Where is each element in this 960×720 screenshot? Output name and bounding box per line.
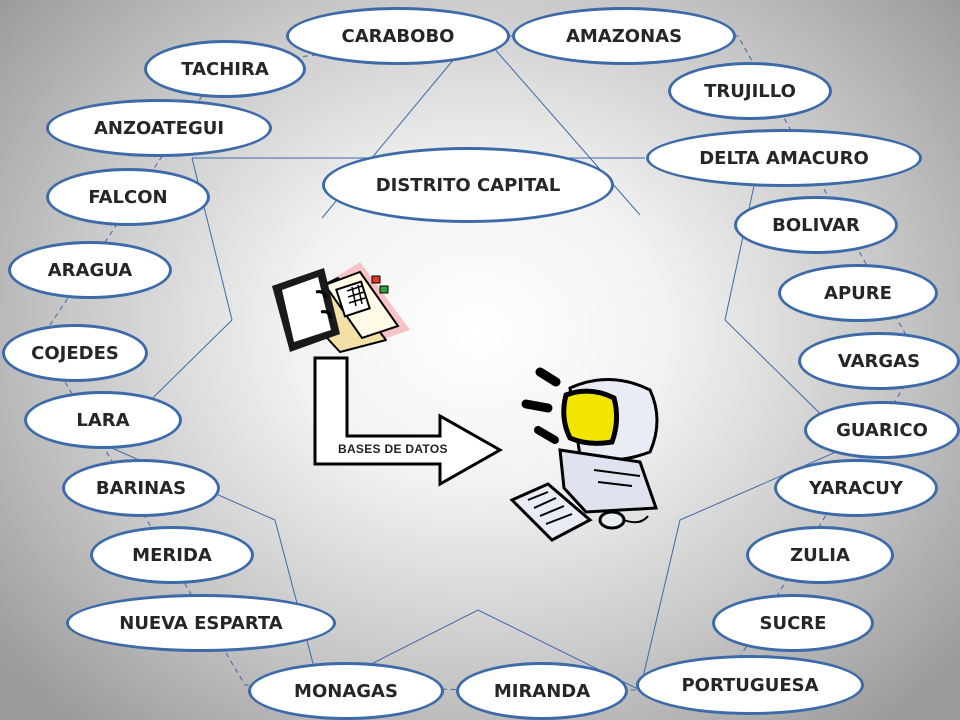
- binder-folder-icon: [272, 262, 410, 353]
- arrow-icon: [313, 356, 504, 487]
- arrow-label: BASES DE DATOS: [338, 442, 448, 456]
- computer-icon: [509, 367, 659, 542]
